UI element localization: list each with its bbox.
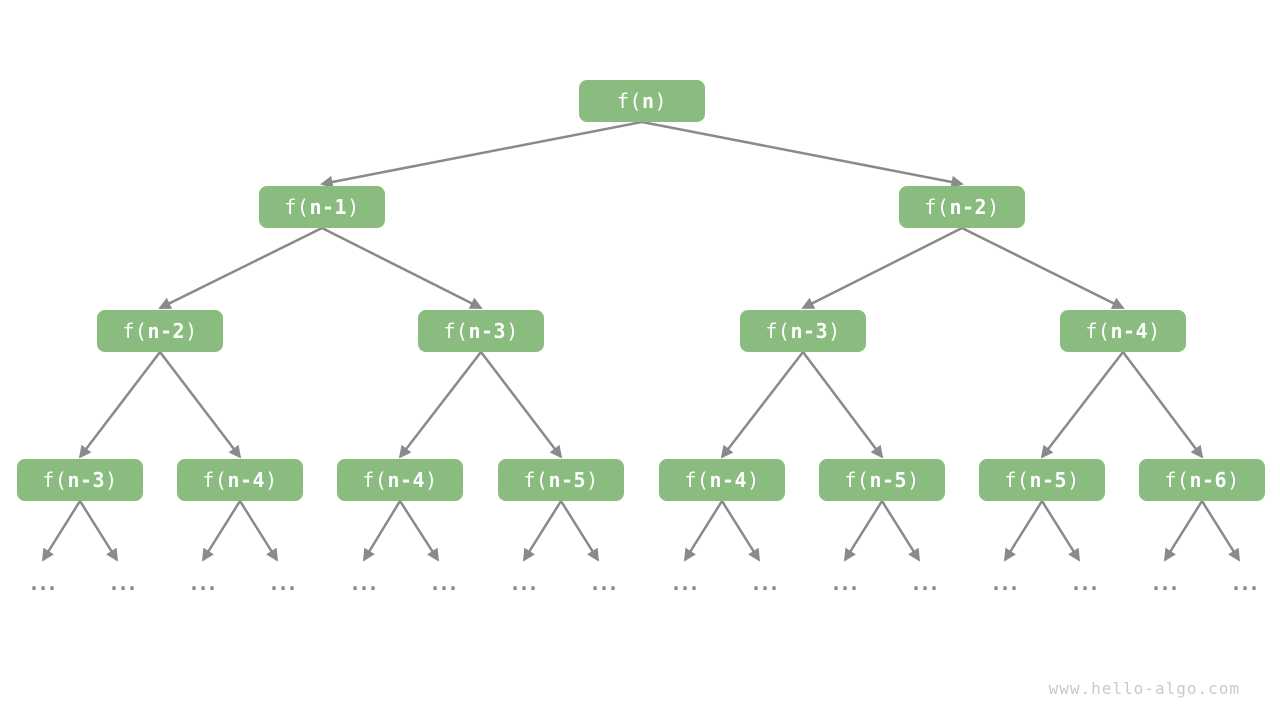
tree-edge <box>201 500 242 562</box>
tree-edge <box>559 500 600 562</box>
tree-edge <box>843 500 884 562</box>
tree-edge <box>1003 500 1044 562</box>
tree-node: f(n-6) <box>1139 459 1265 501</box>
tree-node: f(n-2) <box>899 186 1025 228</box>
tree-node: f(n-1) <box>259 186 385 228</box>
ellipsis: ... <box>187 571 218 595</box>
tree-edge <box>320 120 643 189</box>
tree-edge <box>1163 500 1204 562</box>
tree-edge <box>78 500 119 562</box>
tree-node: f(n-3) <box>418 310 544 352</box>
ellipsis: ... <box>27 571 58 595</box>
tree-edge <box>78 351 161 459</box>
tree-edge <box>1040 351 1124 459</box>
ellipsis: ... <box>829 571 860 595</box>
ellipsis: ... <box>989 571 1020 595</box>
tree-edge <box>880 500 921 562</box>
edges-group <box>41 120 1241 562</box>
tree-node: f(n-4) <box>337 459 463 501</box>
tree-node: f(n-4) <box>177 459 303 501</box>
tree-node: f(n-3) <box>17 459 143 501</box>
tree-edge <box>1040 500 1081 562</box>
tree-edge <box>41 500 82 562</box>
ellipsis: ... <box>909 571 940 595</box>
tree-node: f(n-4) <box>1060 310 1186 352</box>
ellipsis: ... <box>1069 571 1100 595</box>
ellipsis: ... <box>588 571 619 595</box>
tree-node: f(n-5) <box>819 459 945 501</box>
tree-edge <box>720 500 761 562</box>
tree-edge <box>683 500 724 562</box>
tree-edge <box>398 351 482 459</box>
tree-edge <box>158 226 323 310</box>
ellipsis: ... <box>508 571 539 595</box>
tree-edge <box>1200 500 1241 562</box>
ellipsis: ... <box>1229 571 1260 595</box>
tree-edge <box>238 500 279 562</box>
tree-edge <box>802 351 884 459</box>
tree-edge <box>720 351 804 459</box>
ellipsis: ... <box>348 571 379 595</box>
tree-node: f(n) <box>579 80 705 122</box>
ellipsis: ... <box>107 571 138 595</box>
tree-edge <box>801 226 963 310</box>
tree-node: f(n-2) <box>97 310 223 352</box>
ellipsis: ... <box>669 571 700 595</box>
tree-edge <box>961 226 1125 310</box>
ellipsis: ... <box>267 571 298 595</box>
tree-node: f(n-4) <box>659 459 785 501</box>
watermark: www.hello-algo.com <box>1048 679 1240 698</box>
ellipsis: ... <box>1149 571 1180 595</box>
tree-edge <box>522 500 563 562</box>
tree-edge <box>398 500 440 562</box>
tree-node: f(n-5) <box>498 459 624 501</box>
tree-edge <box>321 226 483 310</box>
tree-node: f(n-5) <box>979 459 1105 501</box>
tree-edge <box>159 351 242 459</box>
ellipsis: ... <box>749 571 780 595</box>
ellipsis: ... <box>428 571 459 595</box>
tree-edge <box>641 120 964 189</box>
tree-edge <box>362 500 402 562</box>
tree-edge <box>1122 351 1204 459</box>
tree-edge <box>480 351 563 459</box>
tree-node: f(n-3) <box>740 310 866 352</box>
